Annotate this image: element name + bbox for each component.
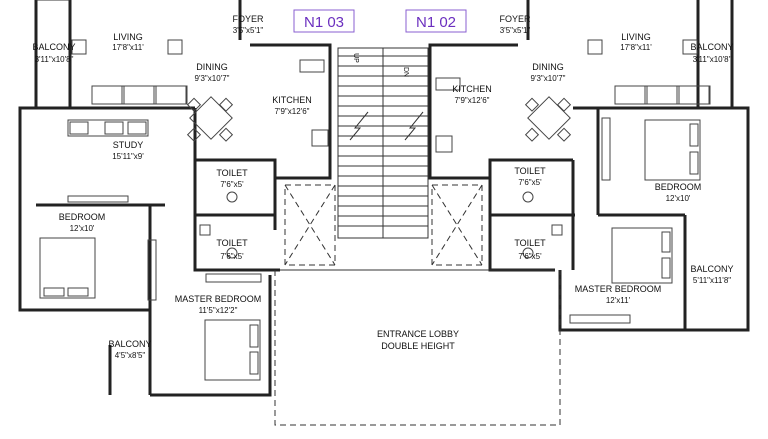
room-dimension: 9'3"x10'7" xyxy=(195,74,230,83)
study-desk-icon xyxy=(67,119,149,137)
unit-number-right: N1 02 xyxy=(416,14,456,31)
toilet-icon xyxy=(226,247,238,259)
room-dimension: 17'8"x11' xyxy=(112,43,144,52)
room-dimension: 7'6"x5' xyxy=(518,252,542,261)
room-dimension: 12'x10' xyxy=(70,224,95,233)
room-name: TOILET xyxy=(216,238,248,248)
stove-icon xyxy=(299,59,325,73)
room-name: TOILET xyxy=(514,238,546,248)
bed-icon xyxy=(39,237,96,299)
room-dimension: 12'x11' xyxy=(606,296,631,305)
bed-icon xyxy=(204,319,261,381)
right-room-labels: BALCONY 3'11"x10'8" LIVING 17'8"x11' FOY… xyxy=(452,14,733,305)
room-name: DINING xyxy=(196,62,228,72)
room-name: DINING xyxy=(532,62,564,72)
armchair-icon xyxy=(71,39,87,55)
dining-table-icon xyxy=(524,96,572,142)
stair-down-label: DN xyxy=(402,67,409,77)
room-dimension: 15'11"x9' xyxy=(112,152,144,161)
dining-table-icon xyxy=(186,96,234,142)
toilet-icon xyxy=(522,191,534,203)
room-name: LIVING xyxy=(621,32,651,42)
stair-up-label: UP xyxy=(352,53,359,63)
room-name: KITCHEN xyxy=(452,84,492,94)
room-name: FOYER xyxy=(232,14,264,24)
wardrobe-icon xyxy=(147,239,157,301)
sink-icon xyxy=(435,135,453,153)
bed-icon xyxy=(611,227,673,284)
room-name: MASTER BEDROOM xyxy=(575,284,662,294)
armchair-icon xyxy=(167,39,183,55)
entrance-lobby: ENTRANCE LOBBY DOUBLE HEIGHT xyxy=(274,269,561,426)
room-dimension: 7'9"x12'6" xyxy=(275,107,310,116)
room-name: TOILET xyxy=(216,168,248,178)
sink-icon xyxy=(311,129,329,147)
wardrobe-icon xyxy=(601,117,611,181)
armchair-icon xyxy=(587,39,603,55)
stove-icon xyxy=(435,77,461,91)
left-furniture xyxy=(39,39,329,381)
room-dimension: 7'6"x5' xyxy=(220,180,244,189)
room-dimension: 9'3"x10'7" xyxy=(531,74,566,83)
left-unit-walls xyxy=(18,0,332,397)
room-dimension: 3'11"x10'8" xyxy=(693,55,732,64)
room-dimension: 3'11"x10'8" xyxy=(35,55,74,64)
wardrobe-icon xyxy=(205,273,262,283)
room-dimension: 7'6"x5' xyxy=(518,178,542,187)
sofa-icon xyxy=(614,85,711,105)
room-dimension: 11'5"x12'2" xyxy=(199,306,238,315)
wardrobe-icon xyxy=(569,314,631,324)
room-name: BALCONY xyxy=(690,264,733,274)
toilet-icon xyxy=(226,191,238,203)
room-name: BALCONY xyxy=(32,42,75,52)
lobby-subtitle: DOUBLE HEIGHT xyxy=(381,341,455,351)
unit-tag-right: N1 02 xyxy=(405,9,467,33)
lift-shafts xyxy=(284,184,483,266)
unit-tag-left: N1 03 xyxy=(293,9,355,33)
staircase: UP DN xyxy=(337,47,429,239)
washbasin-icon xyxy=(551,224,563,236)
room-name: KITCHEN xyxy=(272,95,312,105)
washbasin-icon xyxy=(199,224,211,236)
room-name: BEDROOM xyxy=(655,182,702,192)
bed-icon xyxy=(644,119,701,181)
unit-number-left: N1 03 xyxy=(304,14,344,31)
room-dimension: 17'8"x11' xyxy=(620,43,652,52)
room-name: MASTER BEDROOM xyxy=(175,294,262,304)
room-name: FOYER xyxy=(499,14,531,24)
room-name: TOILET xyxy=(514,166,546,176)
toilet-icon xyxy=(522,247,534,259)
room-name: BALCONY xyxy=(108,339,151,349)
armchair-icon xyxy=(682,39,698,55)
room-dimension: 7'9"x12'6" xyxy=(455,96,490,105)
room-dimension: 3'5"x5'1" xyxy=(233,26,264,35)
room-name: LIVING xyxy=(113,32,143,42)
lobby-title: ENTRANCE LOBBY xyxy=(377,329,459,339)
room-dimension: 3'5"x5'1" xyxy=(500,26,531,35)
sofa-icon xyxy=(91,85,188,105)
room-name: BEDROOM xyxy=(59,212,106,222)
room-dimension: 5'11"x11'8" xyxy=(693,276,731,285)
room-name: STUDY xyxy=(113,140,144,150)
left-room-labels: BALCONY 3'11"x10'8" LIVING 17'8"x11' FOY… xyxy=(32,14,311,360)
right-furniture xyxy=(435,39,711,324)
room-dimension: 12'x10' xyxy=(666,194,691,203)
room-dimension: 7'6"x5' xyxy=(220,252,244,261)
room-dimension: 4'5"x8'5" xyxy=(115,351,146,360)
room-name: BALCONY xyxy=(690,42,733,52)
